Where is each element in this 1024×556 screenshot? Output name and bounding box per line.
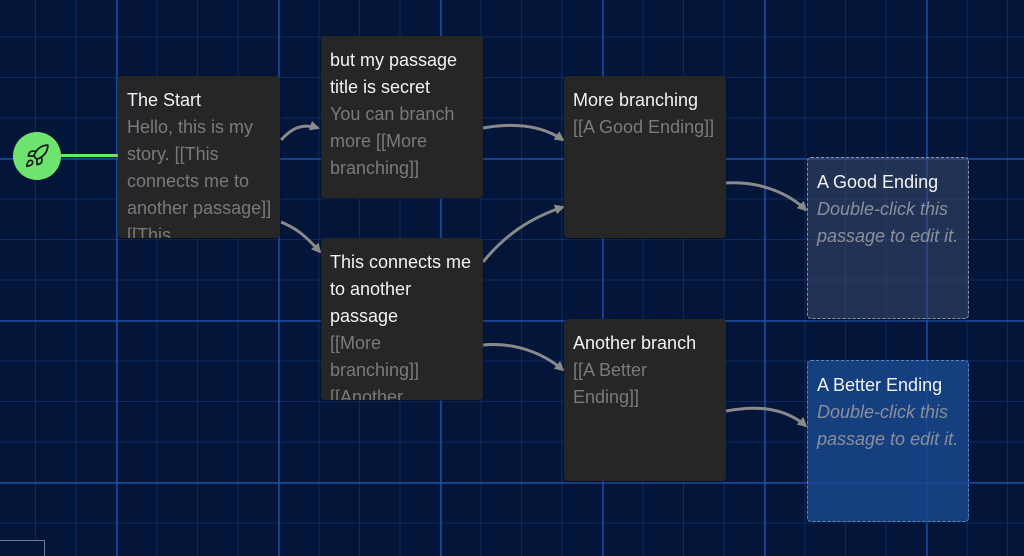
passage-card-more-branching[interactable]: More branching [[A Good Ending]] [564, 76, 726, 238]
passage-excerpt: You can branch more [[More branching]] [330, 104, 455, 178]
link-arrow [280, 220, 322, 254]
link-arrow [725, 406, 808, 428]
passage-card-good-ending[interactable]: A Good Ending Double-click this passage … [807, 157, 969, 319]
passage-title: A Better Ending [817, 375, 943, 395]
passage-card-better-ending[interactable]: A Better Ending Double-click this passag… [807, 360, 969, 522]
passage-excerpt: Double-click this passage to edit it. [817, 402, 959, 449]
passage-title: Another branch [573, 333, 697, 353]
link-arrow [482, 123, 565, 142]
passage-excerpt: [[A Better Ending]] [573, 360, 648, 407]
corner-panel[interactable] [0, 540, 45, 556]
rocket-icon [25, 144, 49, 168]
passage-title: A Good Ending [817, 172, 939, 192]
passage-card-the-start[interactable]: The Start Hello, this is my story. [[Thi… [118, 76, 280, 238]
link-arrow [481, 204, 565, 263]
passage-card-secret-title[interactable]: but my passage title is secret You can b… [321, 36, 483, 198]
passage-title: More branching [573, 90, 699, 110]
passage-title: but my passage title is secret [330, 50, 458, 97]
passage-excerpt: [[More branching]] [[Another [330, 333, 420, 400]
start-connector [58, 154, 118, 157]
passage-title: This connects me to another passage [330, 252, 472, 326]
passage-excerpt: Hello, this is my story. [[This connects… [127, 117, 272, 238]
passage-excerpt: Double-click this passage to edit it. [817, 199, 959, 246]
passage-title: The Start [127, 90, 202, 110]
passage-card-connects[interactable]: This connects me to another passage [[Mo… [321, 238, 483, 400]
link-arrow [482, 343, 565, 372]
link-arrow [279, 120, 320, 142]
passage-card-another-branch[interactable]: Another branch [[A Better Ending]] [564, 319, 726, 481]
passage-excerpt: [[A Good Ending]] [573, 117, 715, 137]
start-marker[interactable] [13, 132, 61, 180]
link-arrow [725, 181, 808, 212]
